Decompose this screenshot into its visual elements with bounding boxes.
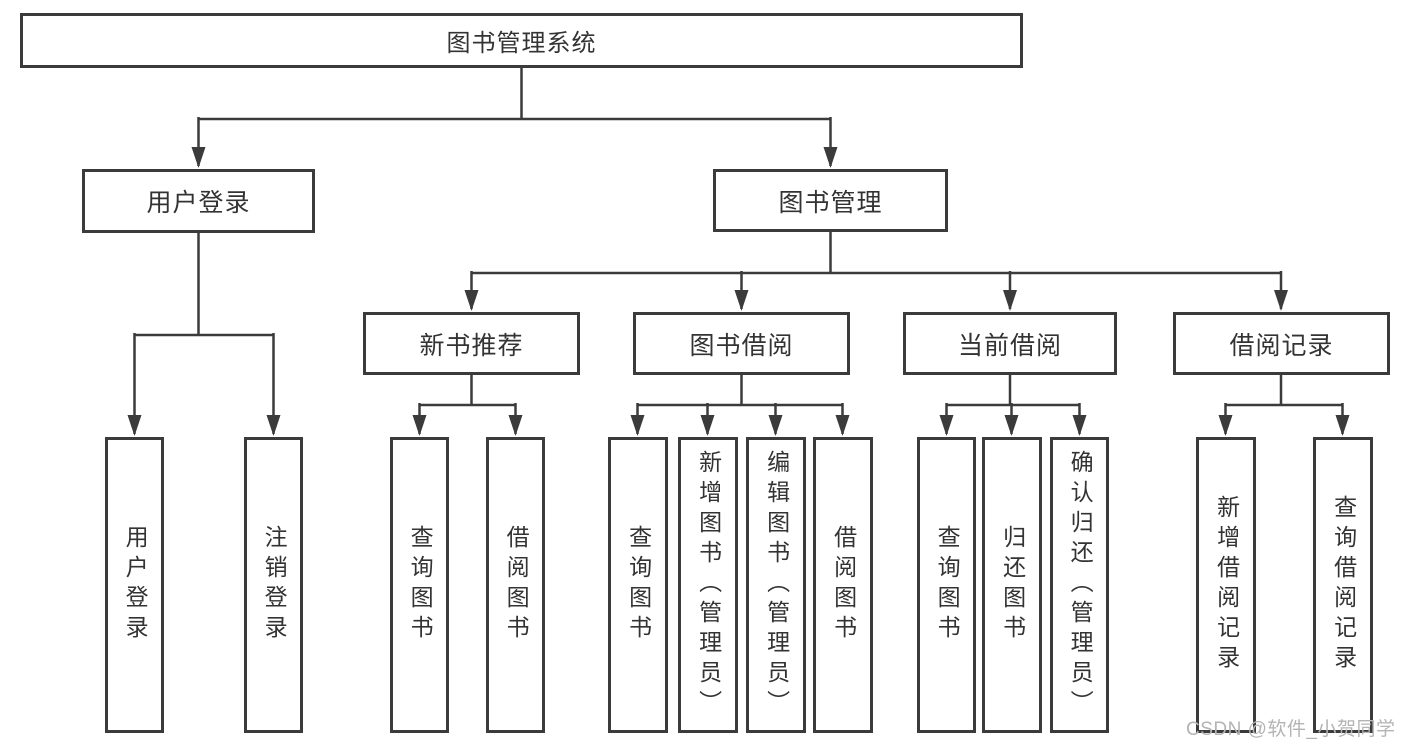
connector-borrow-bar: [637, 375, 843, 407]
leaf-user-login-label: 用户登录: [122, 525, 149, 645]
leaf-records-query-record: 查询借阅记录: [1313, 437, 1373, 733]
leaf-user-login: 用户登录: [105, 437, 164, 733]
leaf-current-confirm-return: 确认归还（管理员）: [1050, 437, 1109, 733]
leaf-records-query-record-label: 查询借阅记录: [1330, 495, 1357, 675]
leaf-borrow-query-books-label: 查询图书: [625, 525, 652, 645]
leaf-recommend-borrow-books: 借阅图书: [486, 437, 545, 733]
node-book-borrow: 图书借阅: [633, 312, 850, 375]
leaf-borrow-add-books: 新增图书（管理员）: [678, 437, 738, 733]
leaf-records-add-record: 新增借阅记录: [1196, 437, 1256, 733]
watermark: CSDN @软件_小贺同学: [1186, 719, 1396, 740]
node-book-borrow-label: 图书借阅: [689, 331, 794, 360]
leaf-borrow-edit-books: 编辑图书（管理员）: [746, 437, 806, 733]
leaf-recommend-query-books: 查询图书: [390, 437, 449, 733]
node-book-management: 图书管理: [713, 169, 948, 232]
leaf-logout: 注销登录: [244, 437, 303, 733]
node-current-borrow-label: 当前借阅: [957, 331, 1062, 360]
leaf-borrow-edit-books-label: 编辑图书（管理员）: [763, 450, 790, 720]
node-borrow-records-label: 借阅记录: [1229, 331, 1334, 360]
leaf-current-return-books-label: 归还图书: [999, 525, 1026, 645]
node-root: 图书管理系统: [20, 13, 1023, 68]
leaf-current-query-books-label: 查询图书: [934, 525, 961, 645]
leaf-borrow-query-books: 查询图书: [608, 437, 668, 733]
node-new-book-recommend: 新书推荐: [363, 312, 580, 375]
node-current-borrow: 当前借阅: [903, 312, 1117, 375]
leaf-current-return-books: 归还图书: [982, 437, 1042, 733]
leaf-recommend-query-books-label: 查询图书: [407, 525, 434, 645]
node-book-management-label: 图书管理: [778, 188, 883, 217]
connector-recommend-bar: [419, 375, 516, 407]
leaf-current-query-books: 查询图书: [917, 437, 976, 733]
leaf-borrow-add-books-label: 新增图书（管理员）: [695, 450, 722, 720]
connector-book-management-bar: [471, 232, 1281, 275]
leaf-logout-label: 注销登录: [261, 525, 288, 645]
connector-root-bar: [198, 68, 831, 121]
node-borrow-records: 借阅记录: [1173, 312, 1390, 375]
connector-records-bar: [1225, 375, 1343, 407]
leaf-records-add-record-label: 新增借阅记录: [1213, 495, 1240, 675]
node-user-login: 用户登录: [82, 169, 315, 233]
node-new-book-recommend-label: 新书推荐: [419, 331, 524, 360]
node-root-label: 图书管理系统: [446, 30, 597, 57]
leaf-current-confirm-return-label: 确认归还（管理员）: [1067, 450, 1094, 720]
connector-current-bar: [946, 375, 1080, 407]
leaf-borrow-borrow-books-label: 借阅图书: [830, 525, 857, 645]
connector-user-login-bar: [134, 233, 274, 337]
leaf-recommend-borrow-books-label: 借阅图书: [503, 525, 530, 645]
node-user-login-label: 用户登录: [146, 189, 251, 217]
leaf-borrow-borrow-books: 借阅图书: [813, 437, 873, 733]
